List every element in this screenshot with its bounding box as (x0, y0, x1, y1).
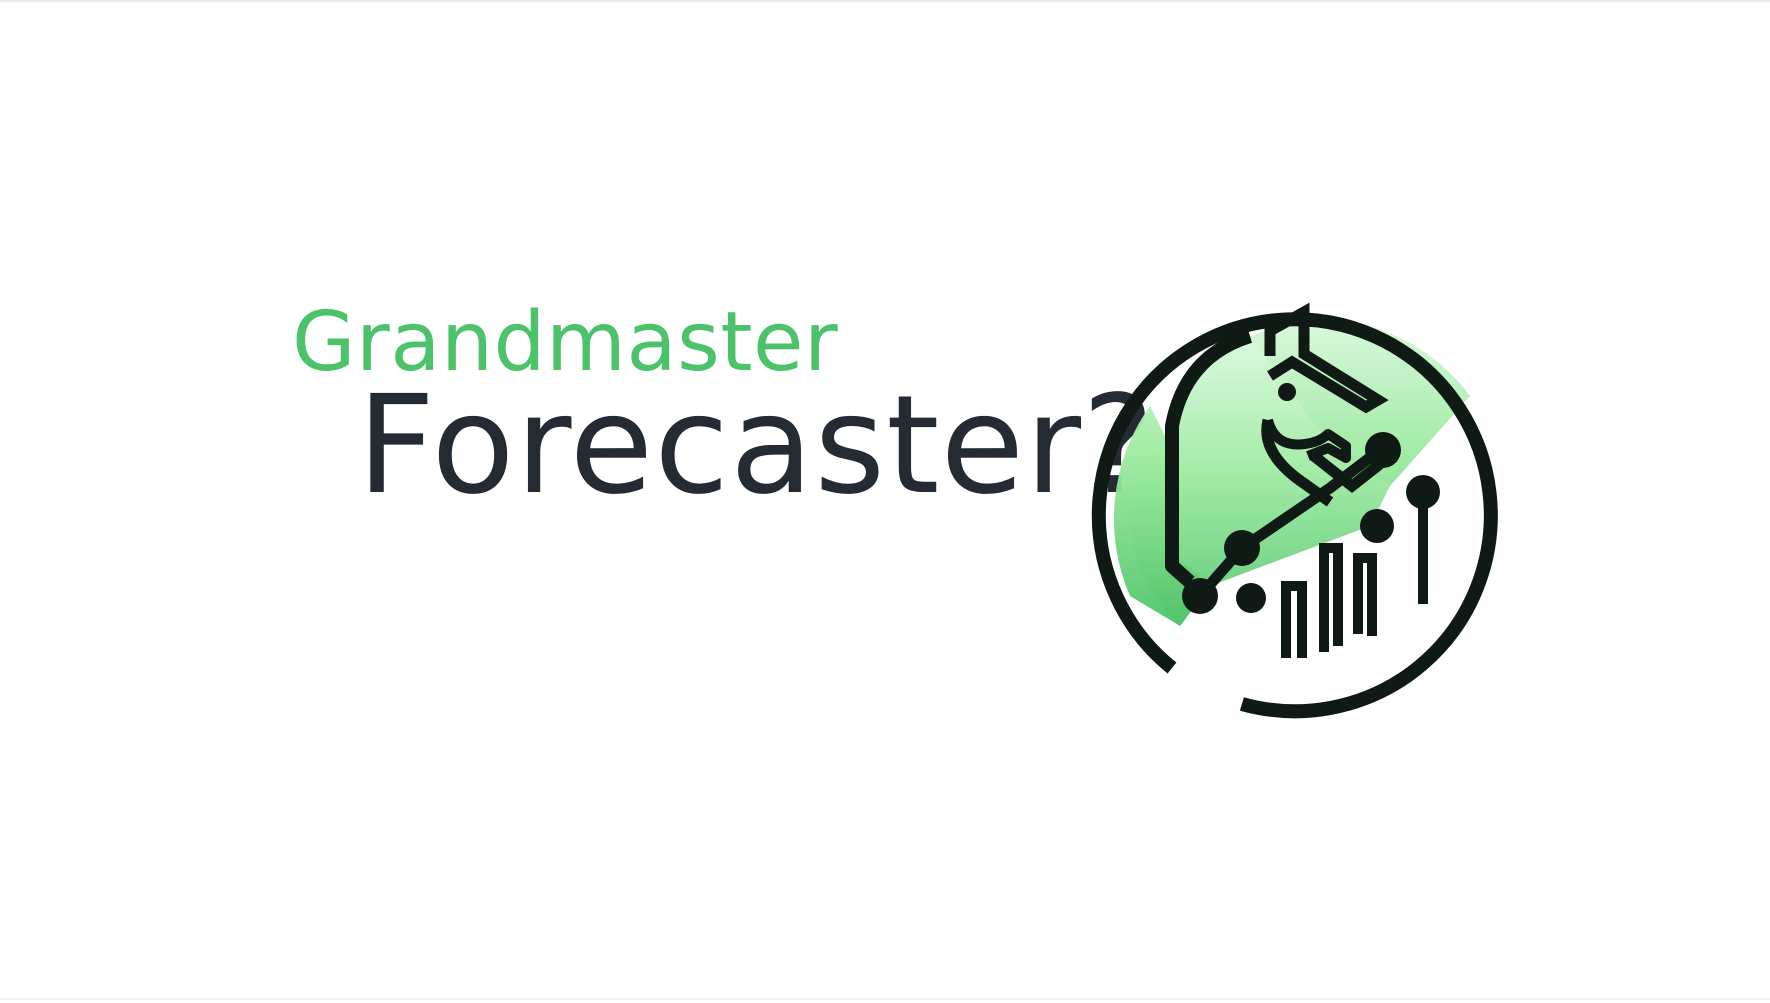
title-line-grandmaster: Grandmaster (292, 295, 839, 390)
knight-mouth (1263, 418, 1351, 463)
trend-node (1224, 530, 1260, 566)
trend-node (1236, 583, 1266, 613)
trend-node (1182, 578, 1218, 614)
top-divider (0, 0, 1770, 2)
knight-jaw (1310, 451, 1384, 494)
logo-green-body (1130, 336, 1390, 626)
chart-bar (1281, 581, 1307, 658)
chart-bar (1319, 543, 1343, 652)
knight-neck (1261, 418, 1334, 507)
trend-node (1406, 475, 1440, 509)
chess-knight-chart-icon (1091, 302, 1498, 719)
chart-bar (1353, 553, 1377, 636)
knight-eye (1278, 383, 1296, 401)
logo-ring-bottom-edge (1240, 698, 1287, 718)
logo-green-fill (1113, 317, 1470, 626)
knight-back (1165, 329, 1253, 588)
knight-ear (1264, 302, 1389, 414)
trend-node (1365, 432, 1401, 468)
bottom-divider (0, 998, 1770, 1000)
logo-outer-ring (1091, 312, 1498, 719)
trend-line (1195, 445, 1384, 600)
title-line-forecaster: Forecaster? (357, 367, 1156, 525)
trend-node (1360, 509, 1394, 543)
